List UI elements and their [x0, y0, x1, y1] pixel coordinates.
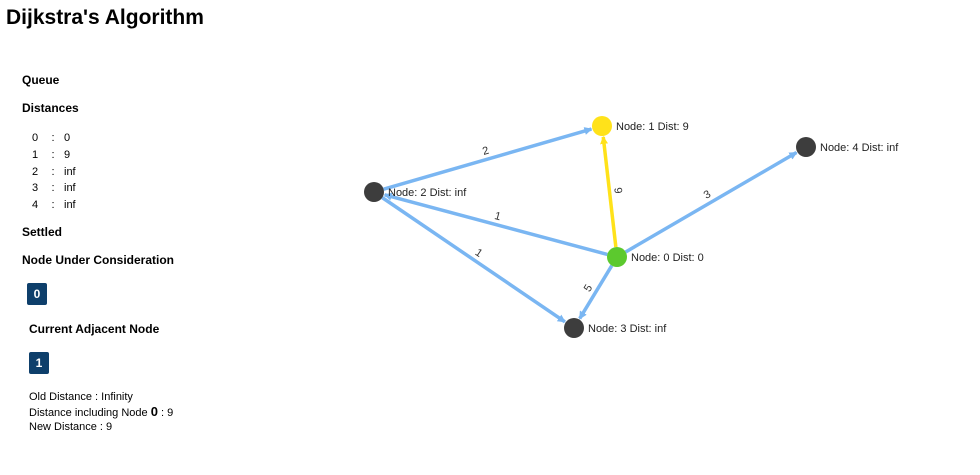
edge-weight-label: 3 — [702, 188, 713, 201]
distance-separator: : — [51, 165, 55, 178]
distance-separator: : — [51, 182, 55, 195]
graph-node-3[interactable] — [564, 318, 584, 338]
graph-node-label: Node: 4 Dist: inf — [820, 142, 899, 154]
old-distance-text: Old Distance : Infinity — [29, 391, 133, 403]
distance-value: 9 — [64, 148, 71, 161]
page-title: Dijkstra's Algorithm — [6, 6, 204, 29]
edge-0-1 — [600, 135, 618, 248]
distance-row: 3 : inf — [28, 180, 104, 197]
distance-value: inf — [64, 199, 76, 212]
edge-2-1 — [383, 127, 593, 191]
relaxation-info: Old Distance : Infinity Distance includi… — [29, 390, 173, 435]
distance-value: inf — [64, 182, 76, 195]
edge-0-3 — [578, 264, 614, 320]
distance-node: 3 — [31, 182, 39, 195]
distance-row: 4 : inf — [28, 197, 104, 214]
distances-table: 0 : 0 1 : 9 2 : inf 3 : inf 4 : inf — [28, 130, 104, 214]
graph-node-label: Node: 3 Dist: inf — [588, 323, 667, 335]
adjacent-node-badge: 1 — [29, 352, 49, 374]
distances-label: Distances — [22, 101, 79, 115]
graph-node-label: Node: 2 Dist: inf — [388, 187, 467, 199]
new-distance-text: New Distance : 9 — [29, 421, 113, 433]
distance-including-value: : 9 — [157, 406, 174, 419]
edge-2-3 — [381, 196, 566, 324]
current-adjacent-node-label: Current Adjacent Node — [29, 322, 160, 336]
graph-node-label: Node: 0 Dist: 0 — [631, 252, 704, 264]
distance-node: 4 — [31, 199, 39, 212]
distance-separator: : — [51, 132, 55, 144]
distance-node: 1 — [31, 148, 39, 161]
distance-row: 0 : 0 — [28, 130, 104, 147]
queue-label: Queue — [22, 73, 60, 87]
graph-node-label: Node: 1 Dist: 9 — [616, 121, 689, 133]
distance-including-text: Distance including Node — [29, 406, 148, 419]
distance-value: inf — [64, 165, 76, 178]
edge-weight-label: 2 — [481, 145, 490, 158]
graph-node-2[interactable] — [364, 182, 384, 202]
distance-row: 1 : 9 — [28, 147, 104, 164]
distance-separator: : — [51, 199, 55, 212]
distance-including-line: Distance including Node 0 : 9 — [29, 403, 174, 421]
node-under-consideration-label: Node Under Consideration — [22, 253, 175, 267]
distance-node: 2 — [31, 165, 39, 178]
distance-including-node: 0 — [150, 403, 158, 419]
edge-weight-label: 1 — [473, 247, 485, 260]
edge-0-4 — [624, 151, 798, 254]
edge-weight-label: 1 — [493, 210, 502, 223]
graph-node-1[interactable] — [592, 116, 612, 136]
graph-node-4[interactable] — [796, 137, 816, 157]
edge-weight-label: 5 — [582, 283, 595, 294]
edge-weight-label: 9 — [611, 187, 624, 194]
current-node-badge: 0 — [27, 283, 47, 305]
edge-0-2 — [383, 192, 608, 257]
distance-node: 0 — [31, 132, 39, 144]
distance-separator: : — [51, 148, 55, 161]
graph-node-0[interactable] — [607, 247, 627, 267]
distance-value: 0 — [64, 132, 71, 144]
distance-row: 2 : inf — [28, 164, 104, 181]
settled-label: Settled — [22, 225, 63, 239]
